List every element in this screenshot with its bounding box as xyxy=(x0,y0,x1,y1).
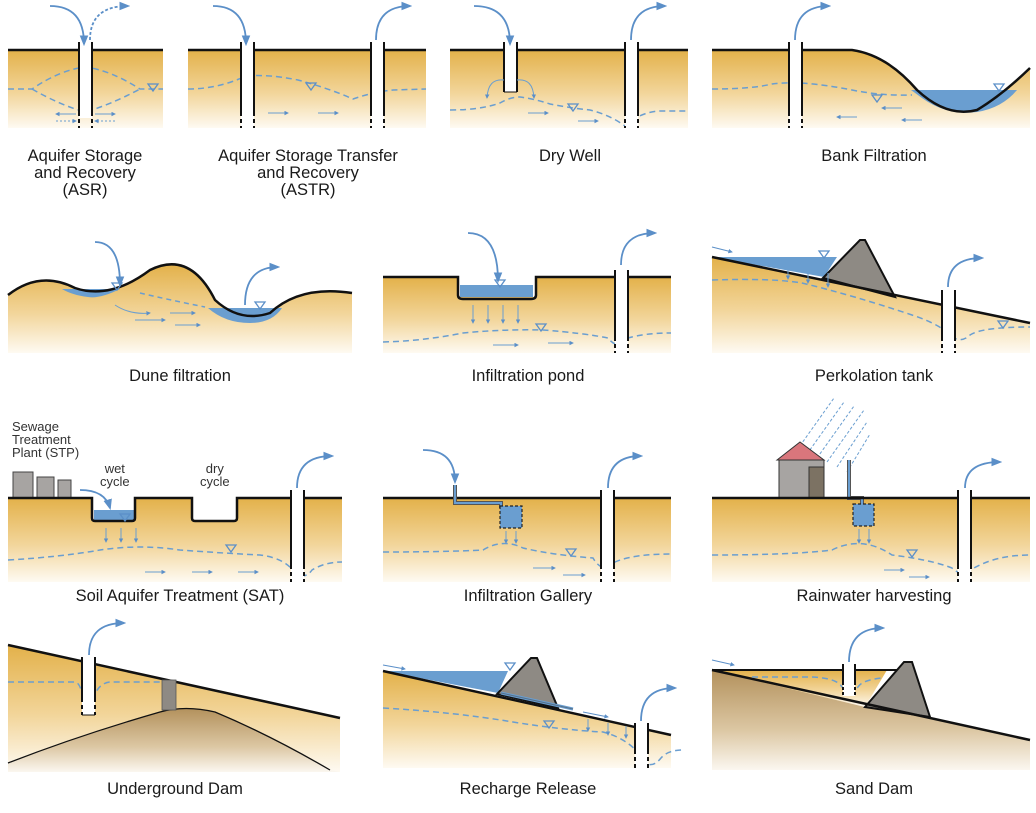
panel-bank-filtration: Bank Filtration xyxy=(711,0,1036,210)
label-wet-cycle: wet cycle xyxy=(100,461,130,489)
recharge-release-diagram xyxy=(382,657,684,768)
perkolation-tank-diagram xyxy=(711,239,1031,353)
panel-dry-well: Dry Well xyxy=(449,0,690,210)
sat-diagram xyxy=(7,451,343,582)
caption-dry-well: Dry Well xyxy=(538,147,602,165)
label-dry-cycle: dry cycle xyxy=(200,461,230,489)
rainwater-harvesting-diagram xyxy=(711,397,1031,582)
panel-underground-dam: Underground Dam xyxy=(0,618,360,813)
caption-astr: Aquifer Storage Transfer and Recovery (A… xyxy=(218,147,398,199)
infiltration-gallery-diagram xyxy=(382,449,672,582)
caption-underground-dam: Underground Dam xyxy=(107,780,243,798)
panel-asr: Aquifer Storage and Recovery (ASR) xyxy=(0,0,180,210)
astr-diagram xyxy=(187,1,427,128)
label-stp: Sewage Treatment Plant (STP) xyxy=(12,419,80,460)
infiltration-pond-diagram xyxy=(382,228,672,353)
panel-sand-dam: Sand Dam xyxy=(711,620,1036,813)
caption-bank-filtration: Bank Filtration xyxy=(821,147,927,165)
caption-perkolation-tank: Perkolation tank xyxy=(814,367,934,385)
panel-sat: Sewage Treatment Plant (STP) wet cycle d… xyxy=(0,410,360,610)
caption-recharge-release: Recharge Release xyxy=(459,780,597,798)
caption-dune-filtration: Dune filtration xyxy=(129,367,231,385)
underground-dam-diagram xyxy=(7,618,341,772)
caption-infiltration-pond: Infiltration pond xyxy=(471,367,585,385)
panel-infiltration-pond: Infiltration pond xyxy=(382,225,683,395)
sand-dam-diagram xyxy=(711,623,1031,770)
bank-filtration-diagram xyxy=(711,1,1031,128)
dry-well-diagram xyxy=(449,1,688,128)
asr-diagram xyxy=(8,1,163,128)
caption-asr: Aquifer Storage and Recovery (ASR) xyxy=(27,147,143,199)
panel-rainwater-harvesting: Rainwater harvesting xyxy=(711,397,1036,610)
caption-sand-dam: Sand Dam xyxy=(835,780,913,798)
panel-dune-filtration: Dune filtration xyxy=(0,225,360,395)
caption-infiltration-gallery: Infiltration Gallery xyxy=(463,587,593,605)
panel-perkolation-tank: Perkolation tank xyxy=(711,225,1036,395)
panel-recharge-release: Recharge Release xyxy=(382,620,684,813)
caption-sat: Soil Aquifer Treatment (SAT) xyxy=(75,587,285,605)
caption-rainwater-harvesting: Rainwater harvesting xyxy=(796,587,952,605)
dune-filtration-diagram xyxy=(7,241,353,353)
panel-astr: Aquifer Storage Transfer and Recovery (A… xyxy=(187,0,428,210)
panel-infiltration-gallery: Infiltration Gallery xyxy=(382,410,683,610)
